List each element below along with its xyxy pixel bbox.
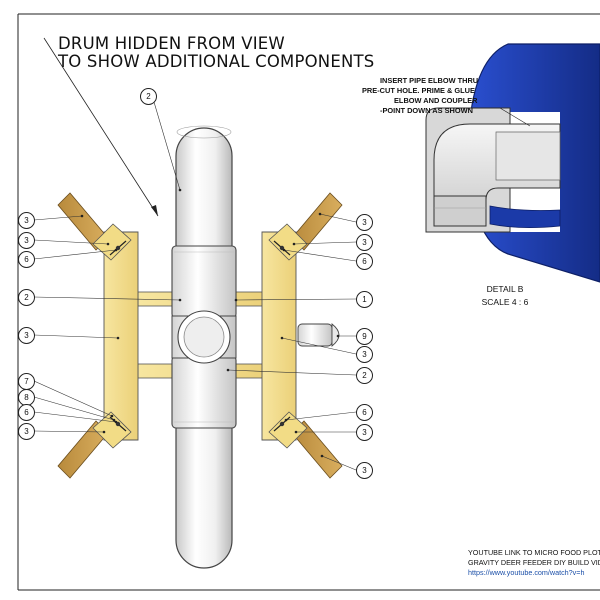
balloon-right-10: 3 — [356, 462, 373, 479]
left-board-assembly — [57, 192, 139, 479]
balloon-left-4: 2 — [18, 289, 35, 306]
leader-arrowheads — [80, 188, 340, 458]
balloon-left-1: 3 — [18, 212, 35, 229]
title-leader — [43, 37, 159, 217]
right-board-assembly — [261, 192, 343, 479]
balloon-left-9: 3 — [18, 423, 35, 440]
balloon-right-1: 3 — [356, 214, 373, 231]
balloon-right-7: 2 — [356, 367, 373, 384]
balloon-top-pipe: 2 — [140, 88, 157, 105]
balloon-right-3: 6 — [356, 253, 373, 270]
balloon-right-4: 1 — [356, 291, 373, 308]
footer-video-link[interactable]: https://www.youtube.com/watch?v=h — [468, 568, 585, 577]
detail-note-line4: -POINT DOWN AS SHOWN — [380, 106, 473, 115]
balloon-left-5: 3 — [18, 327, 35, 344]
drawing-title-line2: TO SHOW ADDITIONAL COMPONENTS — [58, 52, 375, 71]
balloon-right-5: 9 — [356, 328, 373, 345]
detail-name: DETAIL B — [486, 284, 524, 294]
detail-b-view — [425, 43, 600, 283]
balloon-right-6: 3 — [356, 346, 373, 363]
footer-line1: YOUTUBE LINK TO MICRO FOOD PLOT — [468, 548, 600, 557]
tee-opening — [171, 310, 237, 364]
balloon-left-3: 6 — [18, 251, 35, 268]
balloon-right-9: 3 — [356, 424, 373, 441]
balloon-right-8: 6 — [356, 404, 373, 421]
balloon-left-2: 3 — [18, 232, 35, 249]
balloon-right-2: 3 — [356, 234, 373, 251]
detail-note-line2: PRE-CUT HOLE. PRIME & GLUE — [362, 86, 475, 95]
leader-lines — [33, 101, 357, 471]
detail-scale: SCALE 4 : 6 — [481, 297, 529, 307]
detail-note-line3: ELBOW AND COUPLER — [394, 96, 478, 105]
detail-note-line1: INSERT PIPE ELBOW THRU — [380, 76, 479, 85]
balloon-left-8: 6 — [18, 404, 35, 421]
balloon-left-6: 7 — [18, 373, 35, 390]
footer-line2: GRAVITY DEER FEEDER DIY BUILD VIDE — [468, 558, 600, 567]
pipe-couplers — [171, 245, 237, 429]
drawing-title-line1: DRUM HIDDEN FROM VIEW — [58, 34, 285, 53]
